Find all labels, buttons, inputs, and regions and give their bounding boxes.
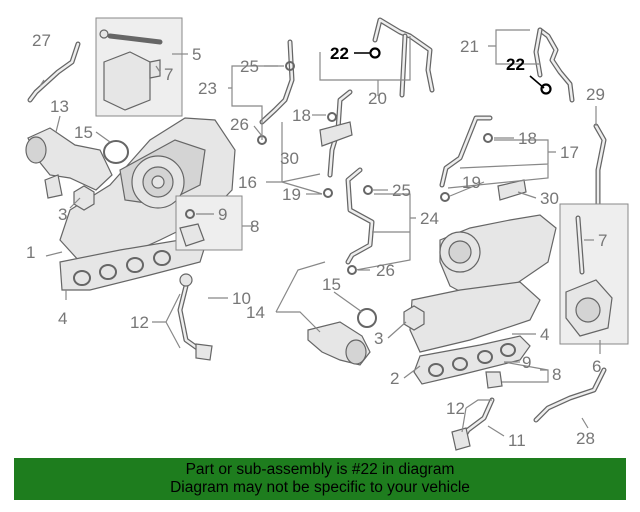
callout-11: 11 xyxy=(508,431,526,450)
callout-23: 23 xyxy=(198,79,217,98)
callout-27: 27 xyxy=(32,31,51,50)
info-banner: Part or sub-assembly is #22 in diagram D… xyxy=(14,458,626,500)
callout-15-center: 15 xyxy=(322,275,341,294)
callout-22-right: 22 xyxy=(506,55,525,74)
callout-13: 13 xyxy=(50,97,69,116)
callout-3-left: 3 xyxy=(58,205,67,224)
callout-28: 28 xyxy=(576,429,595,448)
callout-10: 10 xyxy=(232,289,251,308)
callout-29: 29 xyxy=(586,85,605,104)
callout-7-right: 7 xyxy=(598,231,607,250)
callout-6: 6 xyxy=(592,357,601,376)
callout-8-left: 8 xyxy=(250,217,259,236)
callout-3-right: 3 xyxy=(374,329,383,348)
callout-30-right: 30 xyxy=(540,189,559,208)
callout-9-left: 9 xyxy=(218,205,227,224)
callout-12-left: 12 xyxy=(130,313,149,332)
callout-24: 24 xyxy=(420,209,439,228)
callout-2: 2 xyxy=(390,369,399,388)
callout-12-right: 12 xyxy=(446,399,465,418)
callout-18-right: 18 xyxy=(518,129,537,148)
callout-8-right: 8 xyxy=(552,365,561,384)
right-turbo-assembly xyxy=(403,27,629,451)
left-turbo-assembly xyxy=(25,17,243,361)
callout-labels: 27 13 15 3 1 4 5 7 9 8 10 12 14 15 16 19… xyxy=(26,31,607,450)
callout-15-left: 15 xyxy=(74,123,93,142)
callout-16: 16 xyxy=(238,173,257,192)
callout-21: 21 xyxy=(460,37,479,56)
callout-9-right: 9 xyxy=(522,353,531,372)
callout-5: 5 xyxy=(192,45,201,64)
callout-4-left: 4 xyxy=(58,309,67,328)
callout-18-left: 18 xyxy=(292,106,311,125)
callout-7-left: 7 xyxy=(164,65,173,84)
callout-25-left: 25 xyxy=(240,57,259,76)
parts-diagram: 27 13 15 3 1 4 5 7 9 8 10 12 14 15 16 19… xyxy=(25,17,629,451)
gasket-22-right xyxy=(540,83,552,95)
leader-lines xyxy=(39,29,601,437)
callout-26-center: 26 xyxy=(376,261,395,280)
callout-22-left: 22 xyxy=(330,44,349,63)
callout-30-left: 30 xyxy=(280,149,299,168)
banner-line-2: Diagram may not be specific to your vehi… xyxy=(170,479,470,496)
callout-4-right: 4 xyxy=(540,325,549,344)
callout-19-left: 19 xyxy=(282,185,301,204)
callout-14: 14 xyxy=(246,303,265,322)
callout-20: 20 xyxy=(368,89,387,108)
callout-26-left: 26 xyxy=(230,115,249,134)
banner-line-1: Part or sub-assembly is #22 in diagram xyxy=(185,461,455,478)
callout-1-left: 1 xyxy=(26,243,35,262)
callout-19-right: 19 xyxy=(462,173,481,192)
callout-25-center: 25 xyxy=(392,181,411,200)
callout-17: 17 xyxy=(560,143,579,162)
